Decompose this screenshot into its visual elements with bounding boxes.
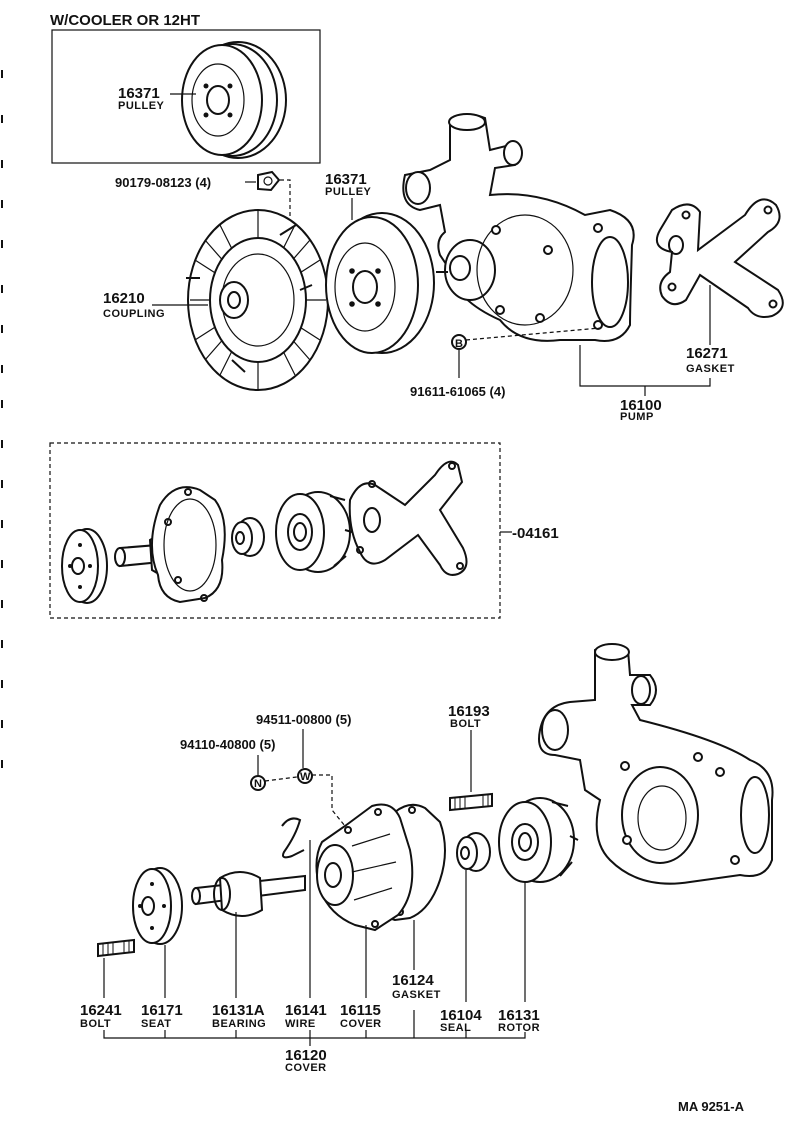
bottom-leaders	[103, 840, 526, 1046]
pulley-inset-drawing	[181, 41, 287, 159]
wire-number: 16141	[285, 1002, 327, 1019]
kit-frame	[49, 442, 501, 619]
washer-label: 94511-00800 (5)	[256, 712, 351, 727]
marker-w-circle	[297, 768, 313, 784]
inset-frame	[51, 29, 321, 164]
cover-inner-name: COVER	[340, 1018, 382, 1030]
coupling-number: 16210	[103, 290, 145, 307]
bolt-name: BOLT	[80, 1018, 111, 1030]
inset-title: W/COOLER OR 12HT	[50, 12, 200, 29]
bolt-number: 16241	[80, 1002, 122, 1019]
pump-name: PUMP	[620, 411, 654, 423]
seal-drawing	[456, 832, 491, 872]
seat-number: 16171	[141, 1002, 183, 1019]
pump-drawing	[402, 113, 635, 342]
coupling-name: COUPLING	[103, 308, 165, 320]
rotor-drawing	[498, 797, 579, 883]
kit-ref: -04161	[512, 525, 559, 542]
rotor-name: ROTOR	[498, 1022, 540, 1034]
pump-body-lower-drawing	[538, 643, 774, 885]
pulley-inset-name: PULLEY	[118, 100, 165, 112]
rotor-number: 16131	[498, 1007, 540, 1024]
cover-assy-name: COVER	[285, 1062, 327, 1074]
bearing-name: BEARING	[212, 1018, 266, 1030]
bearing-drawing	[191, 871, 306, 917]
pump-number: 16100	[620, 397, 662, 414]
gasket-mid-name: GASKET	[392, 989, 441, 1001]
nut-icon	[257, 170, 281, 192]
seat-drawing	[132, 867, 183, 945]
seal-name: SEAL	[440, 1022, 471, 1034]
nut-top-label: 90179-08123 (4)	[115, 175, 211, 190]
marker-b: B	[455, 338, 463, 350]
marker-w: W	[300, 771, 311, 783]
stud-bolt-number: 16193	[448, 703, 490, 720]
pulley-drawing	[325, 212, 435, 354]
bolt-b-label: 91611-61065 (4)	[410, 384, 505, 399]
bearing-number: 16131A	[212, 1002, 265, 1019]
cover-assy-number: 16120	[285, 1047, 327, 1064]
ref-code: MA 9251-A	[678, 1099, 745, 1114]
cover-inner-number: 16115	[340, 1002, 381, 1019]
pulley-number: 16371	[325, 171, 367, 188]
coupling-drawing	[186, 209, 329, 391]
gasket-mid-number: 16124	[392, 972, 434, 989]
bolt-drawing	[97, 938, 135, 958]
nut-n-label: 94110-40800 (5)	[180, 737, 275, 752]
wire-name: WIRE	[285, 1018, 316, 1030]
seal-number: 16104	[440, 1007, 482, 1024]
gasket-top-number: 16271	[686, 345, 728, 362]
stud-bolt-drawing	[449, 792, 493, 812]
gasket-top-name: GASKET	[686, 363, 735, 375]
marker-n: N	[254, 778, 262, 790]
marker-n-circle	[250, 775, 266, 791]
cover-drawing	[315, 803, 414, 932]
seat-name: SEAT	[141, 1018, 172, 1030]
stud-bolt-name: BOLT	[450, 718, 481, 730]
kit-parts-drawing	[61, 460, 468, 604]
pulley-name: PULLEY	[325, 186, 372, 198]
pulley-inset-number: 16371	[118, 85, 160, 102]
marker-b-circle	[451, 334, 467, 350]
gasket-top-drawing	[656, 198, 784, 318]
wire-drawing	[281, 817, 305, 859]
